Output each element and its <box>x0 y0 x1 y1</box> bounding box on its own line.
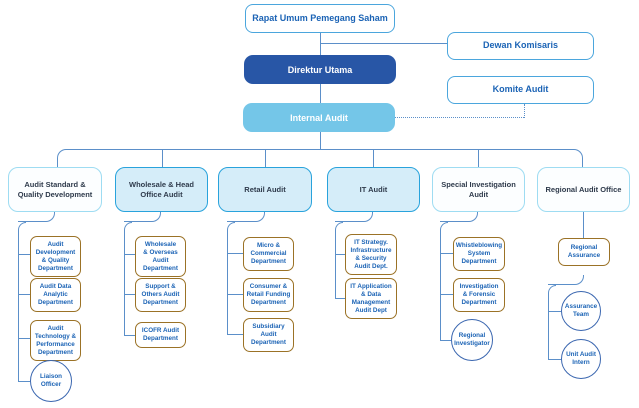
division-regional-audit-office: Regional Audit Office <box>537 167 630 212</box>
node-label: Direktur Utama <box>287 64 353 75</box>
connector-line <box>373 150 374 167</box>
division-label: IT Audit <box>359 184 388 194</box>
connector-line <box>124 294 135 295</box>
department-box: Wholesale & Overseas Audit Department <box>135 236 186 278</box>
connector-line <box>124 335 135 336</box>
node-label: Komite Audit <box>492 84 549 95</box>
connector-line <box>583 212 584 238</box>
connector-line <box>162 150 163 167</box>
division-label: Special Investigation Audit <box>441 180 516 199</box>
division-it-audit: IT Audit <box>327 167 420 212</box>
department-label: Investigation & Forensic Department <box>459 283 499 306</box>
connector-line <box>124 254 135 255</box>
connector-line <box>335 254 345 255</box>
officer-circle: Liaison Officer <box>30 360 72 402</box>
division-special-investigation: Special Investigation Audit <box>432 167 525 212</box>
connector-line <box>440 222 448 340</box>
node-dewan-komisaris: Dewan Komisaris <box>447 32 594 60</box>
connector-line <box>320 43 447 44</box>
department-label: Whistleblowing System Department <box>455 242 503 265</box>
officer-label: Assurance Team <box>564 303 598 318</box>
connector-line <box>335 298 345 299</box>
connector-line <box>335 222 343 298</box>
department-label: Audit Technology & Performance Departmen… <box>34 325 77 356</box>
division-label: Wholesale & Head Office Audit <box>128 180 195 199</box>
connector-line <box>124 212 161 222</box>
department-box: Micro & Commercial Department <box>243 237 294 271</box>
division-wholesale-head-office: Wholesale & Head Office Audit <box>115 167 208 212</box>
department-box: Audit Data Analytic Department <box>30 278 81 312</box>
department-box: Audit Development & Quality Department <box>30 236 81 278</box>
connector-line <box>227 253 243 254</box>
connector-line <box>478 150 479 167</box>
department-box: Consumer & Retail Funding Department <box>243 278 294 312</box>
department-box: Subsidiary Audit Department <box>243 318 294 352</box>
department-label: Support & Others Audit Department <box>141 283 180 306</box>
connector-line <box>227 212 265 222</box>
department-label: Audit Development & Quality Department <box>35 241 76 272</box>
department-label: IT Application & Data Management Audit D… <box>350 283 392 314</box>
officer-label: Unit Audit Intern <box>566 351 596 366</box>
division-audit-standard-quality: Audit Standard & Quality Development <box>8 167 102 212</box>
connector-line <box>548 359 561 360</box>
officer-circle: Regional Investigator <box>451 319 493 361</box>
connector-line <box>320 132 321 149</box>
department-label: Micro & Commercial Department <box>250 242 287 265</box>
node-label: Rapat Umum Pemegang Saham <box>252 12 388 23</box>
connector-spine <box>57 149 583 167</box>
department-label: ICOFR Audit Department <box>141 327 180 342</box>
department-box: Whistleblowing System Department <box>453 237 505 271</box>
officer-label: Regional Investigator <box>454 332 490 347</box>
department-box: Regional Assurance <box>558 238 610 266</box>
department-box: Support & Others Audit Department <box>135 278 186 312</box>
node-label: Dewan Komisaris <box>482 40 559 51</box>
node-internal-audit: Internal Audit <box>243 103 395 132</box>
connector-line <box>548 311 561 312</box>
division-label: Retail Audit <box>244 184 286 194</box>
department-box: IT Strategy. Infrastructure & Security A… <box>345 234 397 276</box>
division-label: Regional Audit Office <box>545 184 622 194</box>
node-rapat-umum-pemegang-saham: Rapat Umum Pemegang Saham <box>245 4 395 33</box>
connector-line <box>227 294 243 295</box>
connector-line <box>548 275 584 285</box>
connector-line <box>440 212 478 222</box>
node-label: Internal Audit <box>290 112 348 123</box>
connector-line <box>18 222 26 381</box>
node-komite-audit: Komite Audit <box>447 76 594 104</box>
connector-line <box>440 340 451 341</box>
connector-line <box>227 334 243 335</box>
connector-line <box>440 253 453 254</box>
connector-line <box>18 254 30 255</box>
department-box: ICOFR Audit Department <box>135 322 186 348</box>
officer-circle: Assurance Team <box>561 291 601 331</box>
department-box: IT Application & Data Management Audit D… <box>345 278 397 320</box>
connector-line <box>18 381 30 382</box>
connector-line-dotted <box>524 104 525 118</box>
connector-line <box>265 150 266 167</box>
connector-line <box>18 212 55 222</box>
connector-line <box>548 285 556 359</box>
connector-line <box>335 212 373 222</box>
connector-line <box>18 294 30 295</box>
department-label: Consumer & Retail Funding Department <box>246 283 291 306</box>
connector-line-dotted <box>395 117 524 118</box>
officer-circle: Unit Audit Intern <box>561 339 601 379</box>
department-label: Regional Assurance <box>567 244 601 259</box>
connector-line <box>18 338 30 339</box>
department-label: Subsidiary Audit Department <box>251 323 286 346</box>
department-label: IT Strategy. Infrastructure & Security A… <box>350 239 392 270</box>
department-box: Audit Technology & Performance Departmen… <box>30 320 81 362</box>
department-box: Investigation & Forensic Department <box>453 278 505 312</box>
division-retail-audit: Retail Audit <box>218 167 312 212</box>
department-label: Wholesale & Overseas Audit Department <box>143 241 178 272</box>
connector-line <box>124 222 132 335</box>
officer-label: Liaison Officer <box>39 373 63 388</box>
connector-line <box>227 222 235 334</box>
department-label: Audit Data Analytic Department <box>38 283 73 306</box>
node-direktur-utama: Direktur Utama <box>244 55 396 84</box>
connector-line <box>320 84 321 103</box>
connector-line <box>440 294 453 295</box>
connector-line <box>320 33 321 55</box>
division-label: Audit Standard & Quality Development <box>17 180 93 199</box>
